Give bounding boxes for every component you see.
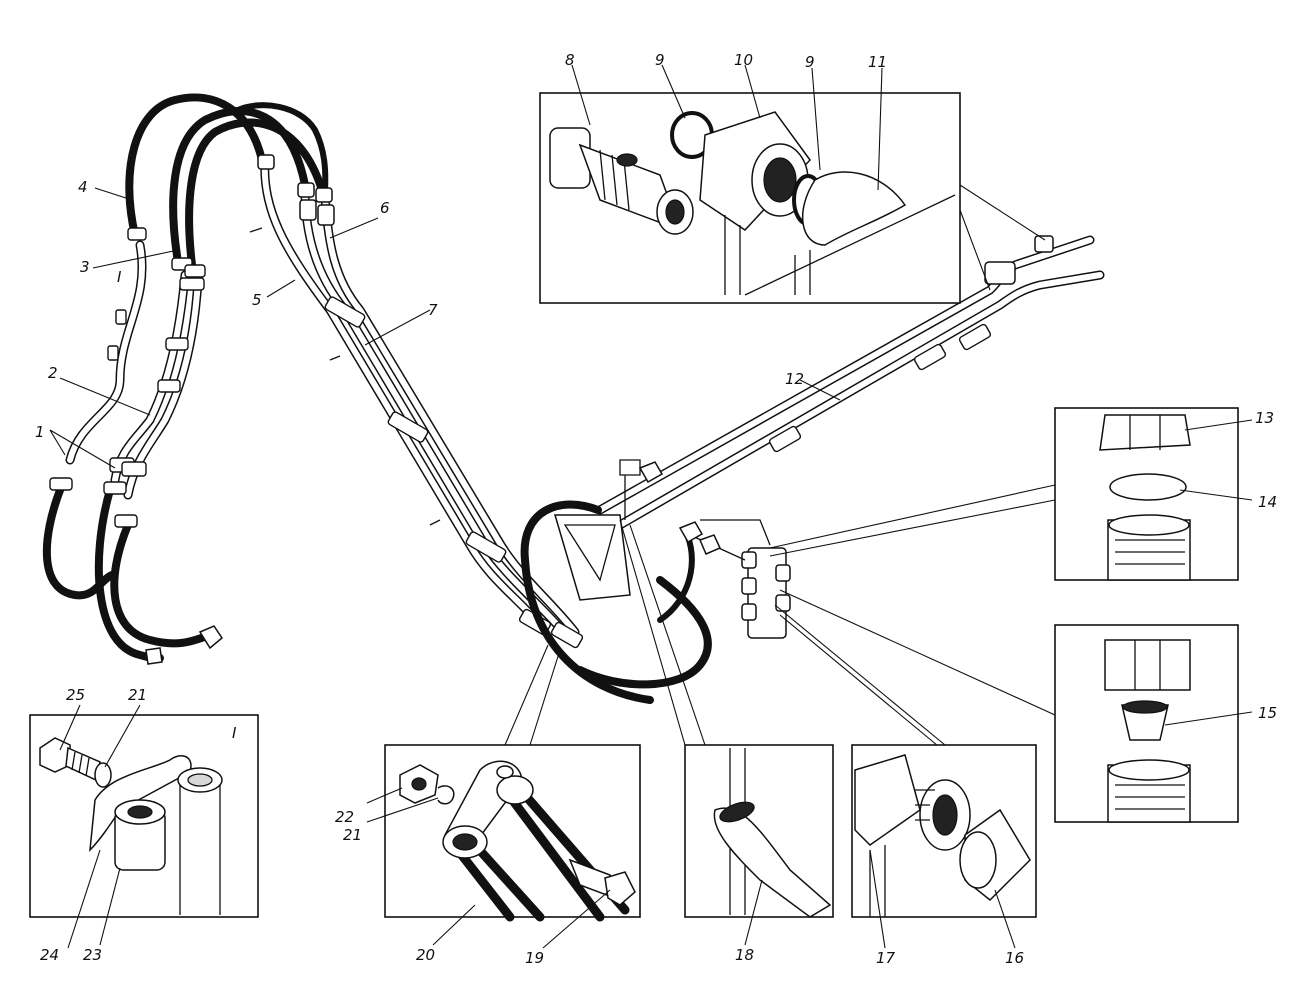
callout-16: 16: [1005, 949, 1024, 967]
clamp: [465, 531, 507, 563]
callout-labels: 1 2 3 4 5 6 7 8 9 10 9 11 12 13 14 15 16…: [35, 51, 1277, 967]
clamp: [115, 309, 127, 325]
callout-leaders: [49, 64, 1253, 949]
clamp: [184, 264, 206, 278]
hose-central-left: [520, 500, 654, 704]
callout-20: 20: [416, 946, 435, 964]
mount-frame-detail: [563, 459, 641, 582]
part-21-washer: [94, 762, 112, 788]
clamp: [165, 337, 189, 351]
tube-7: [320, 190, 580, 637]
clamp: [127, 227, 147, 241]
clamp: [107, 345, 119, 361]
clamp: [958, 323, 992, 351]
view-I-marker: I: [117, 268, 122, 286]
inset-ferrule-15: [1054, 624, 1239, 823]
callout-24: 24: [40, 946, 59, 964]
fitting: [297, 182, 315, 198]
hose-3-inner: [185, 118, 326, 269]
callout-6: 6: [380, 199, 390, 217]
tube-2: [65, 240, 147, 465]
callout-1: 1: [35, 423, 45, 441]
clamp: [179, 277, 205, 291]
fitting: [1034, 235, 1054, 253]
tube-12-lower: [615, 270, 1105, 530]
tube-stubs: [249, 227, 441, 526]
hose-end-nut: [198, 625, 223, 650]
callout-14: 14: [1258, 493, 1277, 511]
callout-3: 3: [80, 258, 90, 276]
callout-5: 5: [252, 291, 262, 309]
inset-view-I-23-25: [29, 714, 259, 918]
clamp: [913, 343, 947, 371]
part-17-hex-body: [854, 754, 921, 846]
callout-2: 2: [48, 364, 58, 382]
callout-9-right: 9: [805, 53, 815, 71]
clamp: [324, 296, 366, 328]
fitting: [299, 199, 317, 221]
callout-10: 10: [734, 51, 753, 69]
clamp: [121, 461, 147, 477]
clamp: [49, 477, 73, 491]
part-11-cone: [801, 171, 907, 246]
callout-18: 18: [735, 946, 754, 964]
part-15-nut: [1104, 639, 1191, 691]
clamp: [157, 379, 181, 393]
callout-17: 17: [876, 949, 896, 967]
callout-15: 15: [1258, 704, 1277, 722]
inset-clamp-19-22: [384, 744, 641, 922]
fitting: [257, 154, 275, 170]
callout-19: 19: [525, 949, 544, 967]
callout-12: 12: [785, 370, 804, 388]
clamp: [114, 514, 138, 528]
fitting: [317, 204, 335, 226]
part-13-cap-nut: [1099, 414, 1191, 451]
part-21-spring-washer: [437, 785, 455, 805]
callout-25: 25: [66, 686, 85, 704]
bracket: [984, 261, 1016, 285]
clamp: [768, 425, 802, 453]
mount-frame: [553, 514, 631, 601]
callout-9-left: 9: [655, 51, 665, 69]
clamp: [550, 621, 584, 649]
callout-23: 23: [83, 946, 102, 964]
inset-fitting-8-11: [539, 92, 961, 304]
inset-union-16-17: [851, 744, 1037, 918]
callout-11: 11: [868, 53, 887, 71]
part-24-clamp: [89, 755, 192, 853]
callout-13: 13: [1255, 409, 1274, 427]
fitting: [315, 187, 333, 203]
callout-21-viewI: 21: [128, 686, 147, 704]
clamp: [103, 481, 127, 495]
view-I-inset-label: I: [232, 724, 237, 742]
hose-6: [235, 102, 329, 193]
callout-7: 7: [428, 301, 438, 319]
part-19-bolt-head: [604, 871, 636, 906]
callout-22: 22: [335, 808, 354, 826]
hose-central-right: [576, 576, 712, 689]
callout-21-inset: 21: [343, 826, 362, 844]
inset-hose-18: [684, 744, 834, 918]
inset-leader-lines: [504, 184, 1056, 761]
callout-8: 8: [565, 51, 575, 69]
callout-4: 4: [78, 178, 88, 196]
clamp: [387, 411, 429, 443]
main-assembly: [42, 93, 1105, 704]
nut: [638, 461, 664, 484]
hose-lower-left-3: [110, 521, 214, 648]
part-14-washer: [1109, 473, 1187, 501]
hose-end-nut: [145, 647, 163, 665]
